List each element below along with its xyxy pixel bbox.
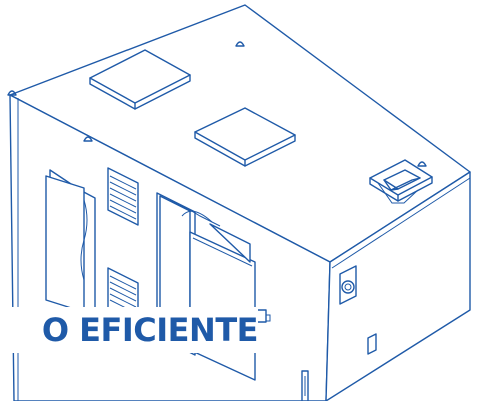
lifting-lug-1	[235, 41, 245, 47]
side-wall	[325, 171, 471, 401]
roof-hatch-2	[194, 107, 296, 167]
roof-ventilator	[369, 159, 433, 204]
lifting-lug-3	[83, 136, 93, 142]
side-round-fitting	[339, 265, 357, 305]
side-small-plate	[367, 333, 377, 355]
ground-post	[301, 370, 309, 401]
ventilation-grille-upper	[107, 167, 139, 226]
roof-rim-line	[331, 177, 471, 269]
roof-hatch-1	[89, 49, 191, 110]
banner-text: O EFICIENTE	[41, 311, 258, 349]
banner-box: O EFICIENTE	[0, 307, 258, 353]
lifting-lug-2	[417, 161, 427, 167]
open-door-left	[45, 169, 96, 323]
lifting-lug-4	[7, 90, 17, 96]
